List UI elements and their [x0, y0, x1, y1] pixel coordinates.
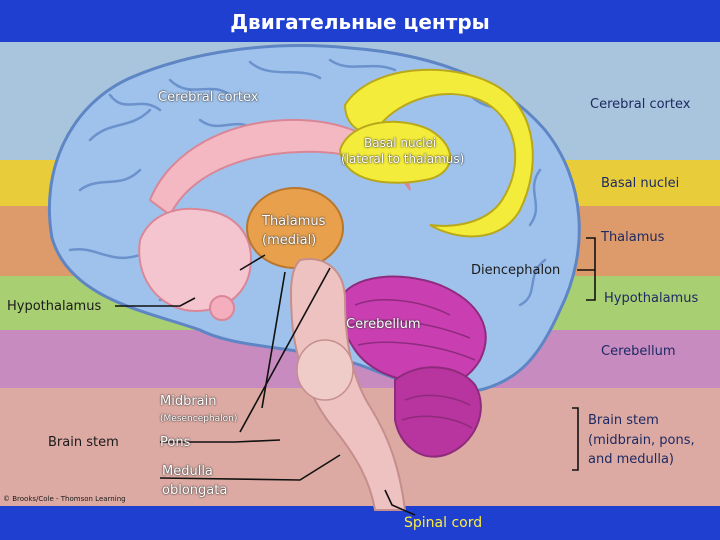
label-brain-stem-left: Brain stem [48, 435, 119, 450]
legend-hypothalamus: Hypothalamus [604, 291, 699, 306]
cerebellum-lower-shape [394, 366, 482, 458]
label-basal-nuclei-inner: Basal nuclei [364, 136, 437, 150]
label-basal-nuclei-note: (lateral to thalamus) [341, 152, 465, 166]
legend-thalamus: Thalamus [601, 230, 665, 245]
hypothalamus-shape [209, 295, 235, 321]
basal-nuclei-shape [343, 68, 534, 238]
cerebellum-folia [349, 299, 476, 429]
legend-cerebral-cortex: Cerebral cortex [590, 97, 691, 112]
label-cerebellum-inner: Cerebellum [346, 317, 421, 332]
label-midbrain: Midbrain [160, 394, 217, 409]
label-medulla-line2: oblongata [162, 483, 228, 498]
leader-lines [115, 254, 416, 516]
cerebellum-shape [337, 275, 487, 388]
putamen-shape [338, 120, 451, 184]
label-cerebral-cortex-inner: Cerebral cortex [158, 90, 259, 105]
label-medulla-line1: Medulla [162, 464, 213, 479]
label-thalamus-note: (medial) [262, 233, 317, 248]
band-bottom [0, 506, 720, 540]
label-midbrain-note: (Mesencephalon) [160, 414, 238, 424]
label-diencephalon: Diencephalon [471, 263, 561, 278]
credit-text: © Brooks/Cole - Thomson Learning [3, 495, 126, 503]
diencephalon-bracket [572, 237, 596, 471]
legend-basal-nuclei: Basal nuclei [601, 176, 680, 191]
legend-brain-stem-line2: (midbrain, pons, [588, 433, 695, 448]
label-pons: Pons [160, 435, 191, 450]
legend-cerebellum: Cerebellum [601, 344, 676, 359]
label-hypothalamus-left: Hypothalamus [7, 299, 102, 314]
legend-brain-stem-line1: Brain stem [588, 413, 659, 428]
label-spinal-cord: Spinal cord [404, 515, 483, 531]
pons-shape [296, 339, 354, 401]
legend-brain-stem-line3: and medulla) [588, 452, 675, 467]
medial-region-shape [138, 207, 252, 312]
label-thalamus-inner: Thalamus [262, 214, 326, 229]
page-title: Двигательные центры [230, 10, 490, 34]
